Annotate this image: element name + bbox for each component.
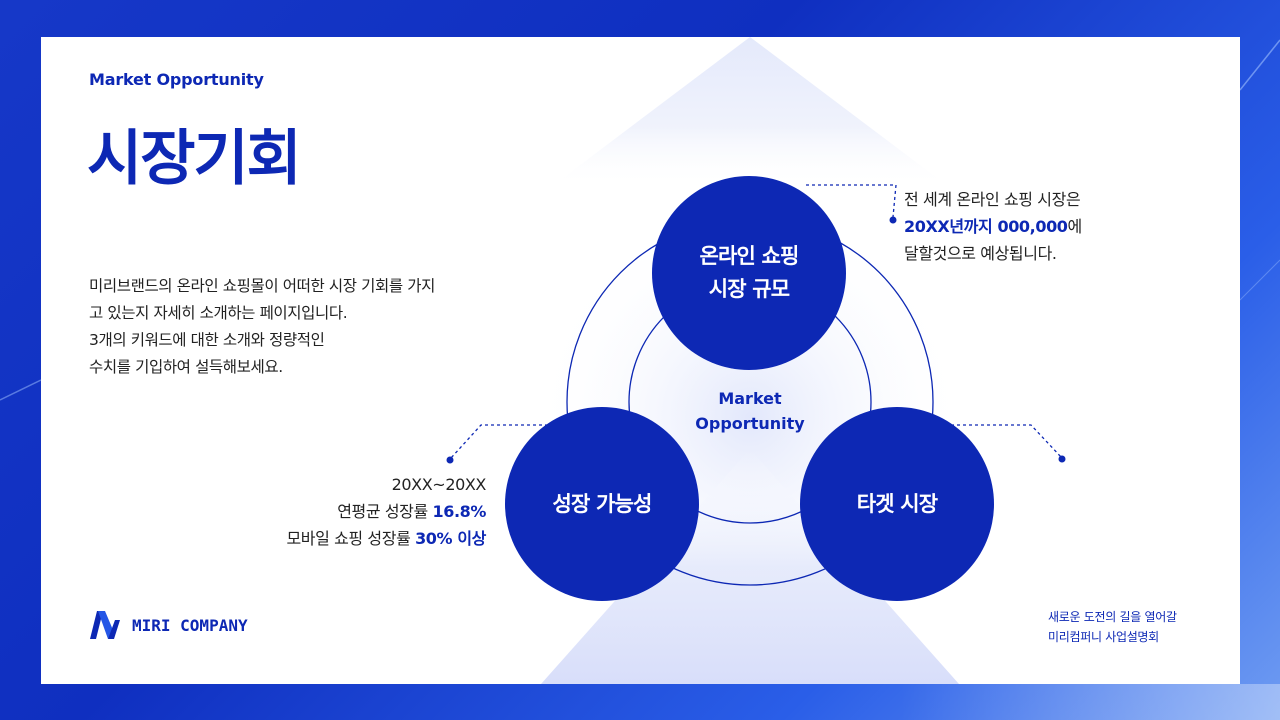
note-text: 모바일 쇼핑 성장률	[286, 529, 416, 548]
page-title: 시장기회	[87, 124, 302, 194]
connector-dot-top	[889, 216, 897, 224]
description-line: 3개의 키워드에 대한 소개와 정량적인	[89, 331, 325, 349]
connector-dot-right	[1058, 455, 1066, 463]
connector-top	[806, 184, 897, 218]
connector-right	[951, 424, 1062, 458]
note-line: 달할것으로 예상됩니다.	[904, 244, 1057, 263]
note-highlight: 30% 이상	[415, 529, 486, 548]
footer-line: 새로운 도전의 길을 열어갈	[1048, 610, 1177, 624]
logo-text: MIRI COMPANY	[132, 615, 248, 635]
slide-card: Market Opportunity 시장기회 미리브랜드의 온라인 쇼핑몰이 …	[41, 37, 1240, 684]
note-line: 전 세계 온라인 쇼핑 시장은	[904, 190, 1081, 209]
circle-target	[800, 407, 994, 601]
circle-growth-label: 성장 가능성	[552, 491, 652, 516]
logo-mark-icon	[90, 611, 120, 639]
footer-line: 미리컴퍼니 사업설명회	[1048, 630, 1159, 644]
venn-diagram	[446, 176, 1066, 601]
note-highlight: 16.8%	[432, 502, 486, 521]
note-line: 20XX~20XX	[391, 475, 487, 494]
circle-market-size-line: 시장 규모	[708, 277, 790, 301]
connector-dot-left	[446, 456, 454, 464]
description-line: 수치를 기입하여 설득해보세요.	[89, 358, 283, 376]
note-line: 모바일 쇼핑 성장률 30% 이상	[286, 525, 486, 552]
description-line: 미리브랜드의 온라인 쇼핑몰이 어떠한 시장 기회를 가지	[89, 277, 435, 295]
connector-left	[450, 424, 548, 459]
note-text: 에	[1067, 217, 1083, 236]
center-label-line: Market	[718, 389, 782, 408]
market-size-note: 전 세계 온라인 쇼핑 시장은 20XX년까지 000,000에 달할것으로 예…	[904, 186, 1082, 267]
circle-market-size-label: 온라인 쇼핑 시장 규모	[652, 222, 846, 324]
circle-market-size-line: 온라인 쇼핑	[699, 244, 799, 268]
note-highlight: 20XX년까지 000,000	[904, 217, 1068, 236]
growth-note: 20XX~20XX 연평균 성장률 16.8% 모바일 쇼핑 성장률 30% 이…	[286, 471, 486, 552]
circle-growth	[505, 407, 699, 601]
description-text: 미리브랜드의 온라인 쇼핑몰이 어떠한 시장 기회를 가지 고 있는지 자세히 …	[89, 273, 519, 381]
footer-text: 새로운 도전의 길을 열어갈 미리컴퍼니 사업설명회	[1048, 607, 1177, 647]
center-label: Market Opportunity	[665, 386, 835, 436]
note-line: 20XX년까지 000,000에	[904, 213, 1082, 240]
circle-market-size	[652, 176, 846, 370]
note-line: 연평균 성장률 16.8%	[286, 498, 486, 525]
circle-target-label: 타겟 시장	[856, 491, 938, 516]
center-label-line: Opportunity	[695, 414, 805, 433]
note-text: 연평균 성장률	[337, 502, 433, 521]
description-line: 고 있는지 자세히 소개하는 페이지입니다.	[89, 304, 348, 322]
eyebrow-label: Market Opportunity	[89, 70, 264, 89]
company-logo: MIRI COMPANY	[88, 608, 248, 642]
